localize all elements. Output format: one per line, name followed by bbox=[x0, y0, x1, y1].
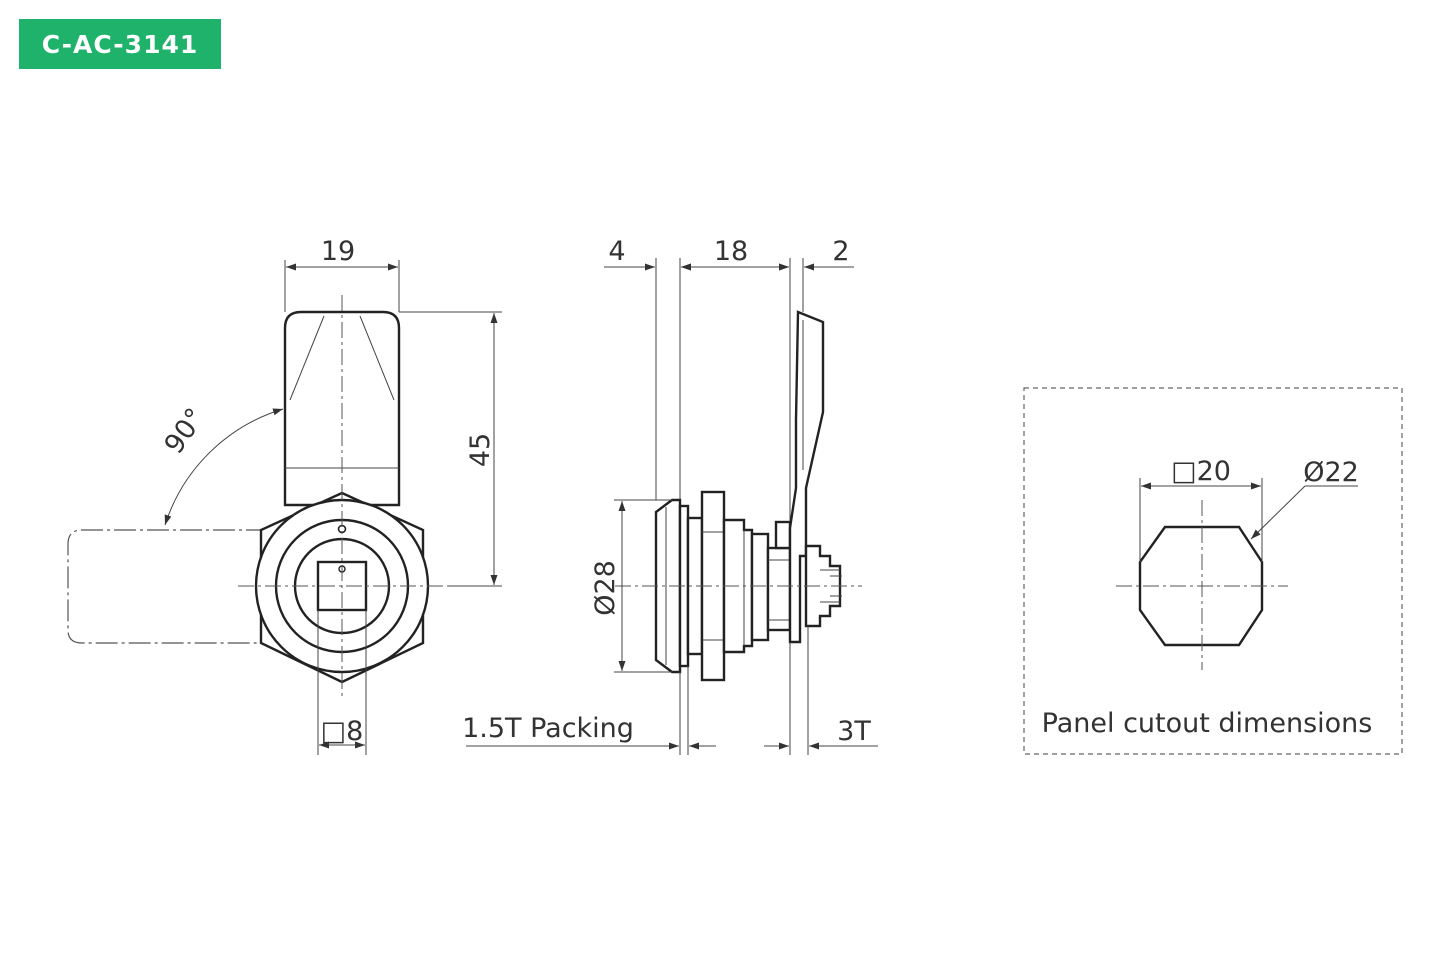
width-dimension-label: 19 bbox=[321, 236, 355, 267]
cutout-frame bbox=[1023, 387, 1403, 755]
cam-side-profile bbox=[788, 310, 825, 644]
dimension-18-label: 18 bbox=[714, 236, 748, 267]
rotation-angle-label: 90° bbox=[159, 403, 212, 460]
packing-label: 1.5T Packing bbox=[462, 713, 634, 744]
cam-stop-block bbox=[774, 520, 792, 550]
cam-bevel-line bbox=[289, 315, 325, 401]
panel-thickness-label: 3T bbox=[837, 716, 871, 747]
cam-retaining-screw bbox=[804, 544, 842, 628]
cam-bevel-line bbox=[359, 315, 395, 401]
side-view: 4 18 2 bbox=[462, 236, 878, 755]
front-view: 19 45 90° □8 bbox=[67, 236, 502, 755]
rotation-angle-arc bbox=[164, 408, 284, 526]
cutout-width-label: □20 bbox=[1171, 456, 1231, 487]
panel-cutout: □20 Ø22 Panel cutout dimensions bbox=[1023, 387, 1403, 755]
lock-shaft bbox=[750, 532, 770, 642]
diameter-dimension-label: Ø28 bbox=[590, 560, 621, 616]
model-badge: C-AC-3141 bbox=[19, 19, 221, 69]
height-dimension-label: 45 bbox=[465, 433, 496, 467]
cam-rotated-outline bbox=[67, 529, 268, 644]
square-dimension-label: □8 bbox=[321, 716, 364, 747]
dimension-2-label: 2 bbox=[832, 236, 849, 267]
cutout-diameter-label: Ø22 bbox=[1303, 457, 1359, 488]
dimension-4-label: 4 bbox=[608, 236, 625, 267]
cutout-caption: Panel cutout dimensions bbox=[1042, 708, 1373, 739]
diameter-leader-line bbox=[1250, 485, 1306, 540]
